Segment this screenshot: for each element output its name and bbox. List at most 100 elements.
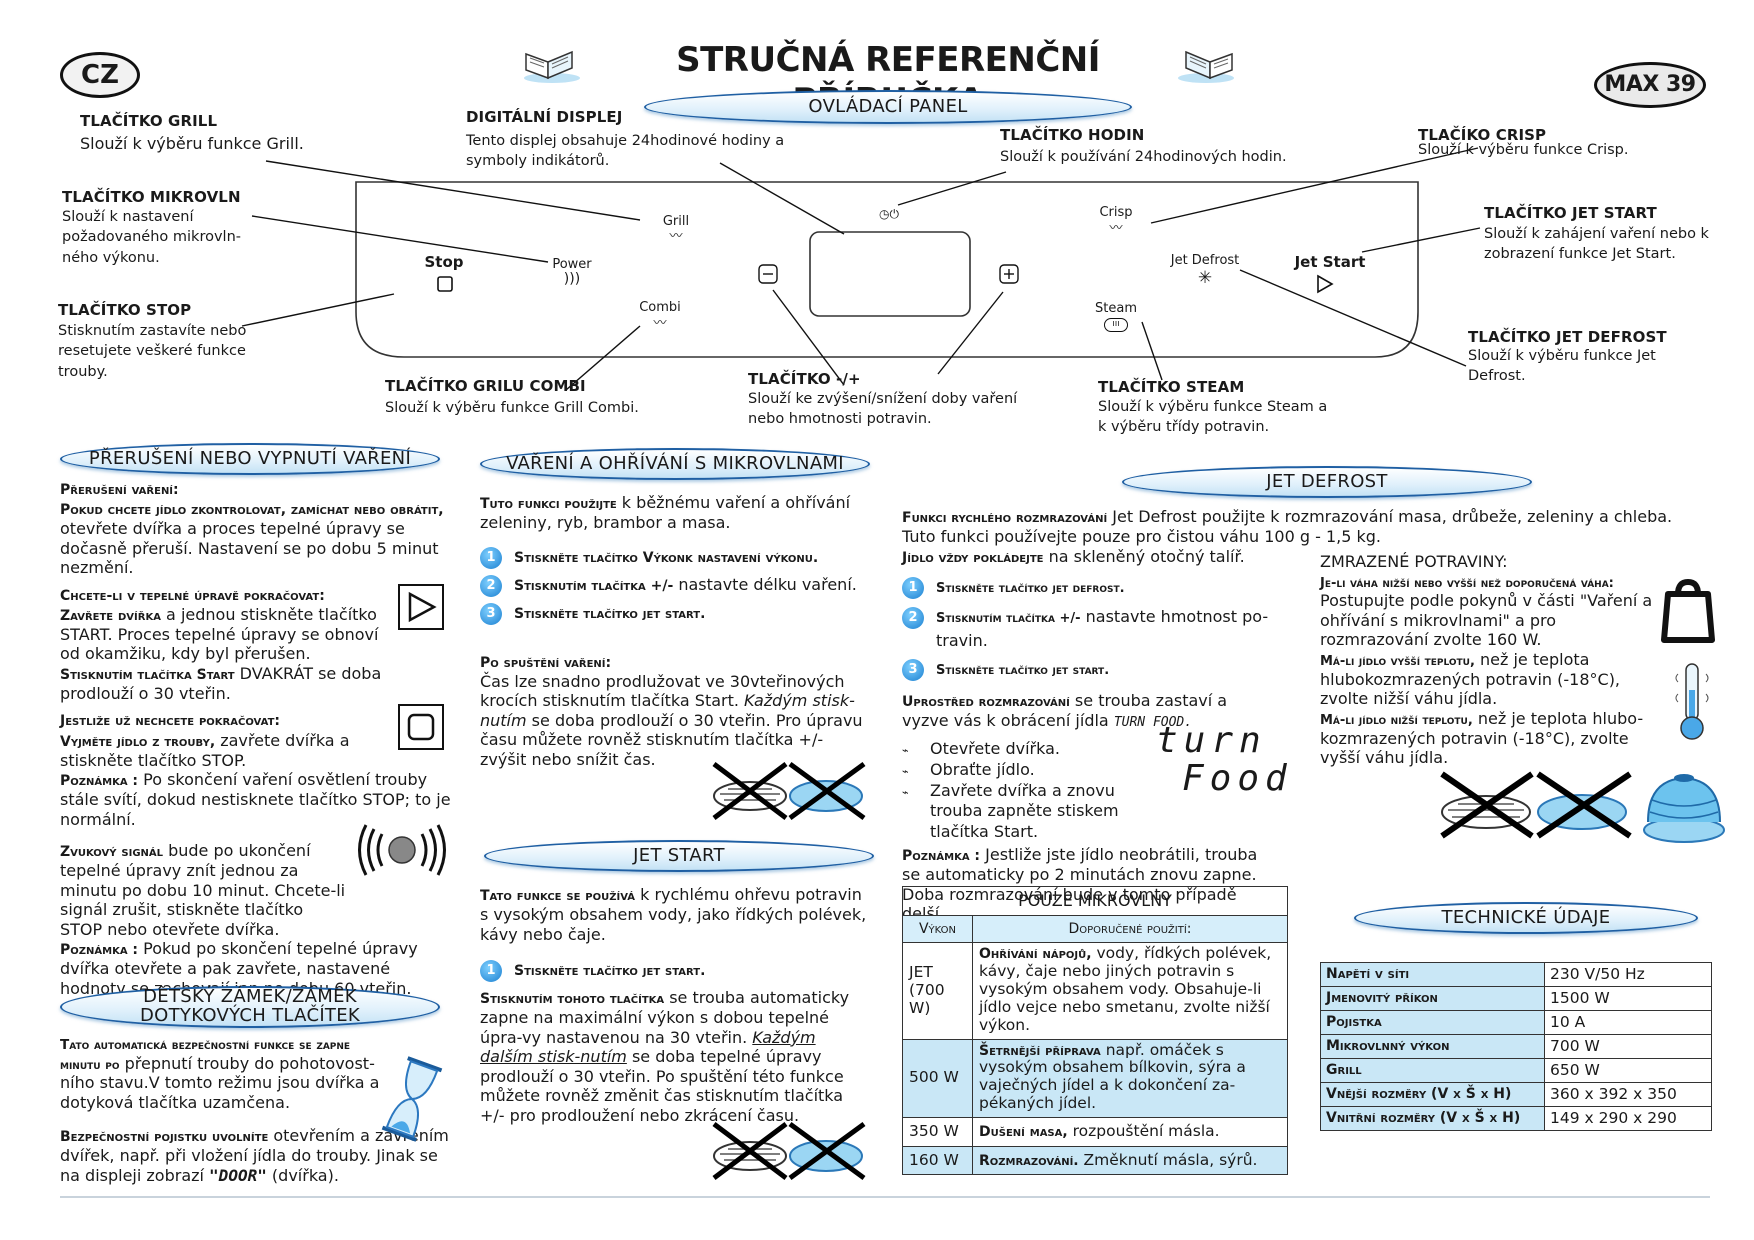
micro-p1b: k běžnému vaření a ohřívání zeleniny, ry…: [480, 493, 851, 533]
tech-value: 10 A: [1544, 1010, 1712, 1035]
steam-icon: ııı: [1104, 318, 1128, 332]
book-icon-right: [1176, 44, 1240, 84]
table-row-power: 160 W: [902, 1145, 973, 1176]
tech-value: 360 x 392 x 350: [1544, 1082, 1712, 1107]
frozen-b2: než je teplota hlubokozmrazených potravi…: [1320, 649, 1621, 709]
frozen-b1: Má-li jídlo vyšší teplotu,: [1320, 653, 1475, 669]
no-rack-no-plate-icon-2: [708, 1120, 872, 1182]
steam-button-label[interactable]: Steam: [1095, 301, 1137, 316]
callout-clock-desc: Slouží k používání 24hodinových hodin.: [1000, 149, 1287, 165]
interrupt-p2c: Stisknutím tlačítka Start: [60, 666, 235, 683]
callout-jetstart-title: TLAČÍTKO JET START: [1484, 204, 1657, 222]
defrost-turn-food: TURN FOOD.: [1113, 715, 1193, 731]
covered-dish-icon: [1640, 760, 1728, 846]
lock-door-text: "DOOR": [209, 1165, 267, 1185]
frozen-a2: Postupujte podle pokynů v části "Vaření …: [1320, 591, 1653, 650]
display-turn: turn: [1156, 720, 1267, 761]
interrupt-h3: Jestliže už nechcete pokračovat:: [60, 713, 280, 730]
defrost-p2a: Uprostřed rozmrazování: [902, 694, 1070, 710]
defrost-p1a: Funkci rychlého rozmrazování: [902, 510, 1108, 526]
model-badge: MAX 39: [1594, 62, 1706, 108]
defrost-list-3: ⌁Zavřete dvířka a znovu trouba zapněte s…: [902, 780, 1119, 842]
callout-crisp-desc: Slouží k výběru funkce Crisp.: [1418, 142, 1629, 158]
tech-value: 650 W: [1544, 1058, 1712, 1083]
defrost-p1d: Jídlo vždy pokládejte: [902, 549, 1044, 566]
no-rack-no-plate-icon-1: [708, 760, 872, 822]
jetstart-p1b: k rychlému ohřevu potravin s vysokým obs…: [480, 885, 867, 944]
defrost-p2b: se trouba zastaví a vyzve vás k obrácení…: [902, 691, 1228, 731]
lock-p1a: Tato automatická bezpečnostní funkce se …: [60, 1037, 351, 1073]
table-row-use-b: Změknutí másla, sýrů.: [1078, 1150, 1258, 1169]
frozen-c2: než je teplota hlubo-kozmrazených potrav…: [1320, 708, 1644, 768]
stop-button-label[interactable]: Stop: [424, 253, 464, 271]
callout-micro-desc: Slouží k nastavení požadovaného mikrovln…: [62, 209, 241, 266]
hourglass-icon: [372, 1054, 452, 1144]
display-food: Food: [1182, 757, 1293, 799]
lock-p2a: Bezpečnostní pojistku uvolníte: [60, 1129, 269, 1146]
micro-p2a: Čas lze snadno prodlužovat ve 30vteřinov…: [480, 671, 845, 711]
callout-steam-desc: Slouží k výběru funkce Steam a k výběru …: [1098, 399, 1328, 436]
crisp-button-label[interactable]: Crisp: [1099, 205, 1133, 220]
callout-grill-desc: Slouží k výběru funkce Grill.: [80, 134, 304, 153]
crisp-icon: 〰: [1109, 221, 1123, 236]
jetstart-p2c: Každým dalším stisk-nutím: [480, 1027, 816, 1067]
section-title-microwave: VAŘENÍ A OHŘÍVÁNÍ S MIKROVLNAMI: [480, 448, 870, 480]
section-title-jetdefrost: JET DEFROST: [1122, 466, 1532, 498]
grill-button-label[interactable]: Grill: [662, 214, 690, 229]
combi-button-label[interactable]: Combi: [639, 300, 681, 315]
callout-jetstart-desc: Slouží k zahájení vaření nebo k zobrazen…: [1484, 226, 1709, 263]
interrupt-p4b: bude po ukončení tepelné úpravy znít jed…: [60, 841, 346, 939]
jetstart-text: Tato funkce se používá k rychlému ohřevu…: [480, 885, 870, 1125]
callout-plusminus-title: TLAČÍTKO -/+: [748, 370, 861, 388]
interrupt-p4c: Poznámka :: [60, 942, 139, 959]
tech-value: 1500 W: [1544, 986, 1712, 1011]
snowflake-icon: ✳: [1197, 268, 1213, 288]
table-row-use-b: rozpouštění másla.: [1067, 1121, 1220, 1140]
callout-combi-desc: Slouží k výběru funkce Grill Combi.: [385, 400, 639, 416]
page-title: STRUČNÁ REFERENČNÍ PŘÍRUČKA: [676, 40, 1100, 121]
callout-display-desc: Tento displej obsahuje 24hodinové hodiny…: [466, 133, 785, 170]
jetstart-p1a: Tato funkce se používá: [480, 888, 636, 904]
table-row-use-a: Ohřívání nápojů,: [979, 946, 1092, 963]
section-title-control-panel: OVLÁDACÍ PANEL: [644, 90, 1132, 124]
callout-grill-title: TLAČÍTKO GRILL: [80, 112, 218, 130]
lock-title-2: DOTYKOVÝCH TLAČÍTEK: [139, 1005, 361, 1026]
tech-key: Vnitřní rozměry (V x Š x H): [1320, 1106, 1545, 1131]
table-row-power: JET (700 W): [902, 942, 973, 1040]
microwave-table-header-power: Výkon: [902, 915, 973, 944]
frozen-heading: ZMRAZENÉ POTRAVINY:: [1320, 552, 1508, 571]
power-button-label[interactable]: Power: [552, 257, 592, 272]
tech-key: Napětí v síti: [1320, 962, 1545, 987]
panel-diagram: [241, 147, 1481, 391]
jetstart-p2d: se doba tepelné úpravy prodlouží o 30 vt…: [480, 1047, 844, 1125]
table-row-power: 500 W: [902, 1038, 973, 1118]
weight-icon: [1660, 576, 1716, 646]
sound-signal-icon: [352, 824, 452, 876]
defrost-p1b: Jet Defrost použijte k rozmrazování masa…: [1107, 507, 1673, 526]
callout-stop-title: TLAČÍTKO STOP: [58, 301, 192, 319]
jet-defrost-button-label[interactable]: Jet Defrost: [1170, 253, 1240, 268]
tech-key: Pojistka: [1320, 1010, 1545, 1035]
interrupt-p1b: otevřete dvířka a proces tepelné úpravy …: [60, 519, 439, 578]
callout-plusminus-desc: Slouží ke zvýšení/snížení doby vaření ne…: [748, 391, 1018, 428]
jet-start-button-label[interactable]: Jet Start: [1294, 253, 1366, 271]
callout-combi-title: TLAČÍTKO GRILU COMBI: [385, 377, 586, 395]
table-row-use-a: Rozmrazování.: [979, 1152, 1079, 1169]
table-row-power: 350 W: [902, 1116, 973, 1147]
callout-crisp-title: TLAČÍKO CRISP: [1418, 126, 1547, 144]
callout-display-title: DIGITÁLNÍ DISPLEJ: [466, 108, 623, 126]
micro-text: Tuto funkci použijte k běžnému vaření a …: [480, 493, 863, 769]
thermometer-icon: [1672, 660, 1712, 744]
display-turn-food: turn Food: [1156, 722, 1292, 798]
frozen-a1: Je-li váha nižší nebo vyšší než doporuče…: [1320, 575, 1614, 591]
section-title-jetstart: JET START: [484, 840, 874, 872]
micro-p1a: Tuto funkci použijte: [480, 496, 617, 512]
clock-icon[interactable]: ◷⏻: [879, 207, 899, 221]
frozen-c1: Má-li jídlo nižší teplotu,: [1320, 712, 1473, 728]
interrupt-p1a: Pokud chcete jídlo zkontrolovat, zamícha…: [60, 502, 444, 519]
